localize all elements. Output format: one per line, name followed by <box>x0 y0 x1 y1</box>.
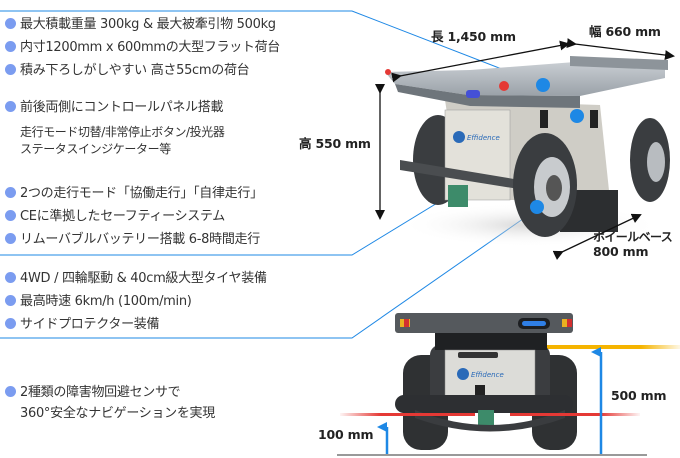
sensor-high-label: 500 mm <box>611 388 667 403</box>
bullet-icon <box>5 18 16 29</box>
bullet-icon <box>5 233 16 244</box>
sensors-detail: 360°安全なナビゲーションを実現 <box>20 406 215 421</box>
feature-bed-height: 積み下ろしがしやすい 高さ55cmの荷台 <box>5 62 250 79</box>
bullet-icon <box>5 101 16 112</box>
robot-iso-image: Effidence <box>385 56 670 247</box>
bullet-icon <box>5 41 16 52</box>
control-panel-detail-2: ステータスインジケーター等 <box>20 142 171 156</box>
feature-max-load: 最大積載重量 300kg & 最大被牽引物 500kg <box>5 16 276 33</box>
feature-control-panel: 前後両側にコントロールパネル搭載 <box>5 99 224 116</box>
feature-battery: リムーバブルバッテリー搭載 6-8時間走行 <box>5 231 260 248</box>
bullet-icon <box>5 318 16 329</box>
feature-side-protector: サイドプロテクター装備 <box>5 316 159 333</box>
control-panel-detail-1: 走行モード切替/非常停止ボタン/投光器 <box>20 125 225 139</box>
height-label: 高 550 mm <box>299 136 371 151</box>
feature-4wd: 4WD / 四輪駆動 & 40cm級大型タイヤ装備 <box>5 270 267 287</box>
wheelbase-label: ホイールベース <box>593 230 673 244</box>
sensor-low-label: 100 mm <box>318 427 374 442</box>
length-label: 長 1,450 mm <box>431 29 516 44</box>
bullet-icon <box>5 295 16 306</box>
wheelbase-value: 800 mm <box>593 244 649 259</box>
bullet-icon <box>5 187 16 198</box>
feature-drive-modes: 2つの走行モード「協働走行」「自律走行」 <box>5 185 263 202</box>
width-label: 幅 660 mm <box>589 24 661 39</box>
robot-front-image: Effidence <box>337 313 680 456</box>
feature-ce-safety: CEに準拠したセーフティーシステム <box>5 208 225 225</box>
bullet-icon <box>5 272 16 283</box>
feature-sensors: 2種類の障害物回避センサで <box>5 384 181 401</box>
bullet-icon <box>5 64 16 75</box>
bullet-icon <box>5 210 16 221</box>
feature-flat-bed: 内寸1200mm x 600mmの大型フラット荷台 <box>5 39 280 56</box>
svg-text:Effidence: Effidence <box>471 371 504 379</box>
svg-text:Effidence: Effidence <box>467 134 500 142</box>
feature-max-speed: 最高時速 6km/h (100m/min) <box>5 293 192 310</box>
bullet-icon <box>5 386 16 397</box>
dimension-arrows <box>375 38 675 260</box>
